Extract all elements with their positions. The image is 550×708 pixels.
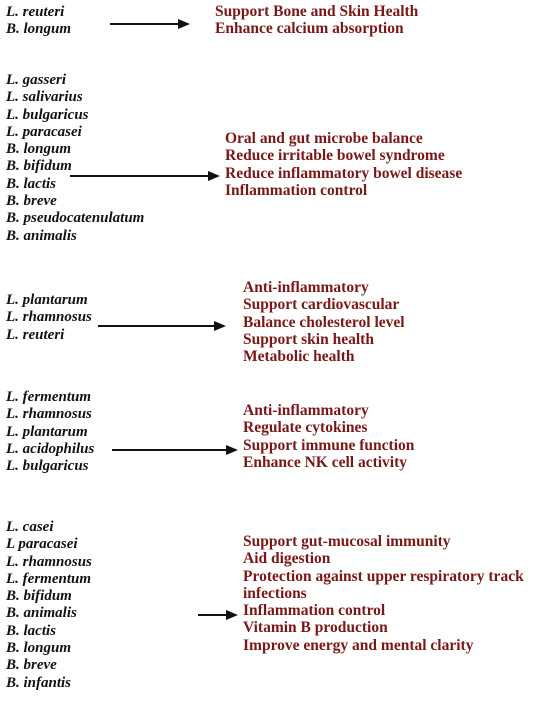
arrow-icon (70, 171, 220, 181)
species-list: L. fermentum L. rhamnosus L. plantarum L… (6, 389, 94, 475)
arrow-icon (98, 321, 228, 331)
species-item: L. rhamnosus (6, 309, 92, 326)
species-item: L. fermentum (6, 570, 91, 587)
species-item: L. plantarum (6, 423, 88, 440)
species-item: L. rhamnosus (6, 406, 92, 423)
species-item: L. gasseri (6, 72, 66, 88)
benefit-item: Support gut-mucosal immunity (243, 533, 451, 550)
species-item: B. animalis (6, 605, 77, 622)
benefit-item: Support cardiovascular (243, 296, 400, 314)
species-item: B. longum (6, 21, 72, 38)
species-item: B. bifidum (6, 588, 72, 605)
species-item: L. bulgaricus (6, 458, 89, 475)
benefit-item: Protection against upper respiratory tra… (243, 567, 524, 602)
benefit-item: Regulate cytokines (243, 419, 368, 437)
benefit-item: Vitamin B production (243, 619, 388, 637)
benefit-item: Enhance calcium absorption (215, 20, 404, 38)
benefit-item: Balance cholesterol level (243, 313, 405, 331)
species-item: B. breve (6, 657, 57, 674)
species-item: B. lactis (6, 622, 57, 639)
benefit-list: Support gut-mucosal immunity Aid digesti… (243, 533, 548, 654)
arrow-icon (112, 445, 240, 455)
species-item: L paracasei (6, 536, 78, 553)
species-item: L. reuteri (6, 326, 65, 343)
species-item: L. fermentum (6, 389, 91, 405)
benefit-item: Aid digestion (243, 550, 331, 568)
species-item: B. animalis (6, 227, 77, 244)
benefit-item: Enhance NK cell activity (243, 453, 408, 471)
benefit-item: Inflammation control (225, 181, 368, 199)
benefit-item: Metabolic health (243, 348, 355, 366)
species-item: L. salivarius (6, 89, 83, 106)
arrow-icon (198, 610, 240, 620)
benefit-list: Oral and gut microbe balance Reduce irri… (225, 130, 462, 199)
species-item: B. breve (6, 193, 57, 210)
species-list: L. plantarum L. rhamnosus L. reuteri (6, 292, 92, 344)
benefit-item: Support skin health (243, 330, 374, 348)
species-list: L. gasseri L. salivarius L. bulgaricus L… (6, 72, 144, 245)
species-list: L. casei L paracasei L. rhamnosus L. fer… (6, 519, 92, 692)
benefit-list: Support Bone and Skin Health Enhance cal… (215, 3, 418, 38)
benefit-item: Support immune function (243, 436, 415, 454)
species-item: L. bulgaricus (6, 106, 89, 123)
species-item: B. longum (6, 640, 72, 657)
benefit-item: Anti-inflammatory (243, 279, 369, 296)
benefit-item: Support Bone and Skin Health (215, 3, 419, 20)
species-item: B. infantis (6, 674, 72, 691)
species-item: B. longum (6, 141, 72, 158)
species-item: L. plantarum (6, 292, 88, 308)
species-item: L. reuteri (6, 4, 65, 20)
benefit-item: Improve energy and mental clarity (243, 636, 474, 654)
species-item: L. casei (6, 519, 54, 535)
benefit-item: Reduce inflammatory bowel disease (225, 164, 463, 182)
benefit-list: Anti-inflammatory Regulate cytokines Sup… (243, 402, 414, 471)
species-list: L. reuteri B. longum (6, 4, 71, 39)
species-item: B. lactis (6, 175, 57, 192)
benefit-item: Anti-inflammatory (243, 402, 369, 419)
benefit-item: Oral and gut microbe balance (225, 130, 423, 147)
species-item: B. pseudocatenulatum (6, 210, 145, 227)
species-item: B. bifidum (6, 158, 72, 175)
species-item: L. acidophilus (6, 440, 95, 457)
species-item: L. rhamnosus (6, 553, 92, 570)
arrow-icon (110, 19, 190, 29)
benefit-list: Anti-inflammatory Support cardiovascular… (243, 279, 405, 365)
benefit-item: Inflammation control (243, 602, 386, 620)
species-item: L. paracasei (6, 123, 82, 140)
benefit-item: Reduce irritable bowel syndrome (225, 147, 445, 165)
